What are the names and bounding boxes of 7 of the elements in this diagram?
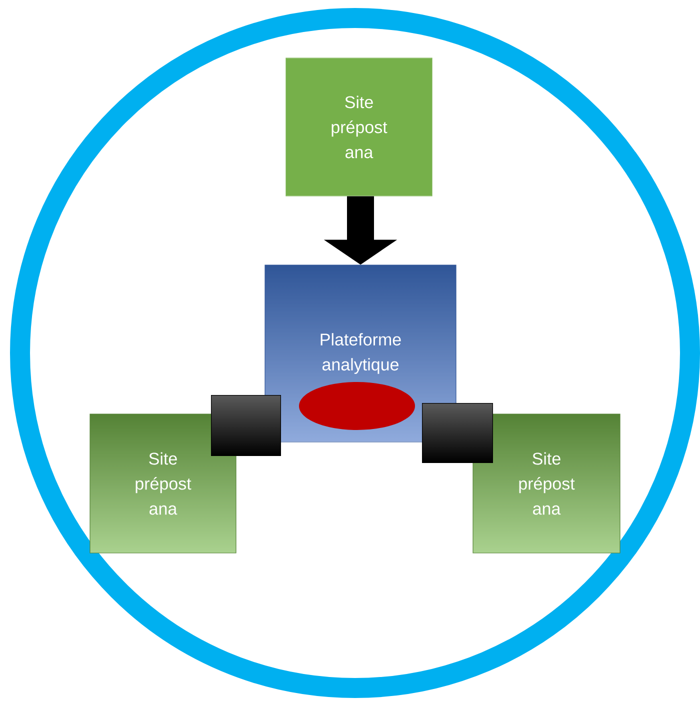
oval — [299, 382, 415, 430]
connector-block — [422, 403, 493, 463]
ring — [10, 8, 700, 698]
site-box: Site prépost ana — [472, 414, 620, 554]
site-box: Site prépost ana — [90, 414, 236, 554]
site-box: Site prépost ana — [286, 58, 432, 196]
connector-block — [211, 395, 281, 456]
